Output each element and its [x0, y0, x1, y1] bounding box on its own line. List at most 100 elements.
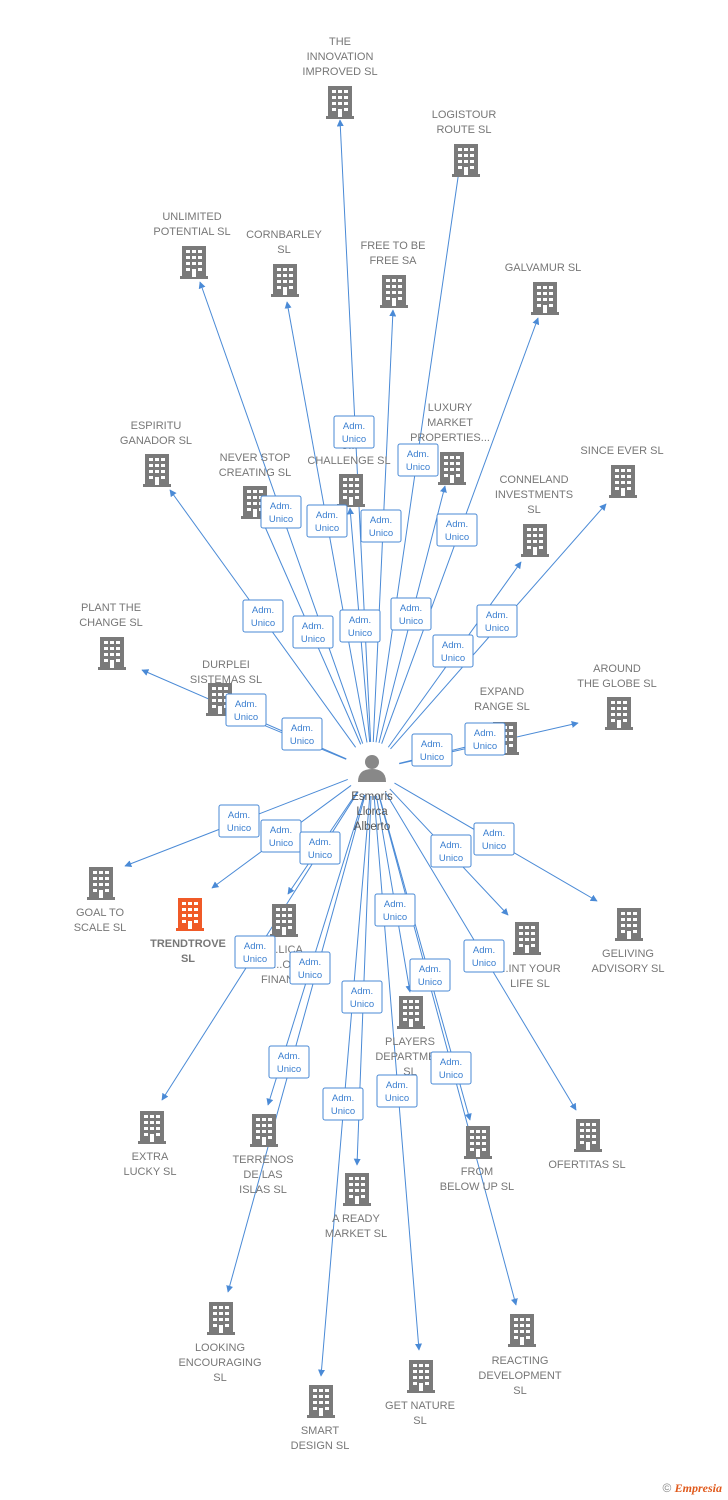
building-icon[interactable]	[605, 697, 633, 730]
role-badge[interactable]: Adm.Unico	[409, 958, 451, 992]
building-icon[interactable]	[98, 637, 126, 670]
company-label-c11[interactable]: SINCE EVER SL	[580, 445, 663, 457]
building-icon[interactable]	[138, 1111, 166, 1144]
role-badge[interactable]: Adm.Unico	[374, 893, 416, 927]
role-badge[interactable]: Adm.Unico	[339, 609, 381, 643]
building-icon[interactable]	[574, 1119, 602, 1152]
footer-brand[interactable]: © Empresia	[662, 1481, 722, 1496]
role-badge-text: Adm.	[278, 1051, 300, 1062]
role-badge[interactable]: Adm.Unico	[464, 722, 506, 756]
role-badge[interactable]: Adm.Unico	[268, 1045, 310, 1079]
role-badge[interactable]: Adm.Unico	[390, 597, 432, 631]
building-icon[interactable]	[143, 454, 171, 487]
building-icon[interactable]	[343, 1173, 371, 1206]
role-badge-text: Unico	[369, 528, 393, 539]
role-badge-box	[409, 958, 451, 992]
role-badge[interactable]: Adm.Unico	[281, 717, 323, 751]
building-icon[interactable]	[326, 86, 354, 119]
company-label-c06[interactable]: GALVAMUR SL	[505, 262, 582, 274]
building-icon[interactable]	[337, 474, 365, 507]
role-badge[interactable]: Adm.Unico	[260, 495, 302, 529]
building-icon[interactable]	[521, 524, 549, 557]
building-icon[interactable]	[464, 1126, 492, 1159]
role-badge[interactable]: Adm.Unico	[260, 819, 302, 853]
role-badge[interactable]: Adm.Unico	[341, 980, 383, 1014]
role-badge-box	[339, 609, 381, 643]
role-badge-text: Adm.	[332, 1093, 354, 1104]
role-badge[interactable]: Adm.Unico	[476, 604, 518, 638]
building-icon[interactable]	[207, 1302, 235, 1335]
role-badge[interactable]: Adm.Unico	[234, 935, 276, 969]
role-badge-text: Unico	[348, 628, 372, 639]
company-label-c26[interactable]: OFERTITAS SL	[548, 1159, 625, 1171]
building-icon[interactable]	[452, 144, 480, 177]
building-icon[interactable]	[307, 1385, 335, 1418]
building-icon[interactable]	[531, 282, 559, 315]
role-badge[interactable]: Adm.Unico	[218, 804, 260, 838]
building-icon[interactable]	[271, 264, 299, 297]
building-icon[interactable]	[508, 1314, 536, 1347]
role-badge[interactable]: Adm.Unico	[289, 951, 331, 985]
role-badge-text: Unico	[227, 823, 251, 834]
role-badge[interactable]: Adm.Unico	[225, 693, 267, 727]
building-icon[interactable]	[87, 867, 115, 900]
role-badge[interactable]: Adm.Unico	[333, 415, 375, 449]
role-badge[interactable]: Adm.Unico	[322, 1087, 364, 1121]
role-badge[interactable]: Adm.Unico	[299, 831, 341, 865]
building-icon[interactable]	[270, 904, 298, 937]
building-icon[interactable]	[407, 1360, 435, 1393]
role-badge-text: Unico	[473, 741, 497, 752]
role-badge[interactable]: Adm.Unico	[432, 634, 474, 668]
building-icon[interactable]	[438, 452, 466, 485]
role-badge[interactable]: Adm.Unico	[360, 509, 402, 543]
role-badge[interactable]: Adm.Unico	[463, 939, 505, 973]
role-badge[interactable]: Adm.Unico	[376, 1074, 418, 1108]
role-badge[interactable]: Adm.Unico	[436, 513, 478, 547]
role-badge-text: Unico	[439, 1070, 463, 1081]
building-icon[interactable]	[397, 996, 425, 1029]
role-badge-text: Unico	[406, 462, 430, 473]
building-icon[interactable]	[250, 1114, 278, 1147]
role-badge[interactable]: Adm.Unico	[242, 599, 284, 633]
role-badge[interactable]: Adm.Unico	[430, 1051, 472, 1085]
role-badge[interactable]: Adm.Unico	[411, 733, 453, 767]
building-icon[interactable]	[180, 246, 208, 279]
role-badge[interactable]: Adm.Unico	[473, 822, 515, 856]
role-badge[interactable]: Adm.Unico	[292, 615, 334, 649]
building-icon[interactable]	[615, 908, 643, 941]
role-badge[interactable]: Adm.Unico	[397, 443, 439, 477]
building-icon[interactable]	[513, 922, 541, 955]
building-icon[interactable]	[380, 275, 408, 308]
role-badge[interactable]: Adm.Unico	[306, 504, 348, 538]
building-icon[interactable]	[176, 898, 204, 931]
role-badge[interactable]: Adm.Unico	[430, 834, 472, 868]
building-icon[interactable]	[609, 465, 637, 498]
